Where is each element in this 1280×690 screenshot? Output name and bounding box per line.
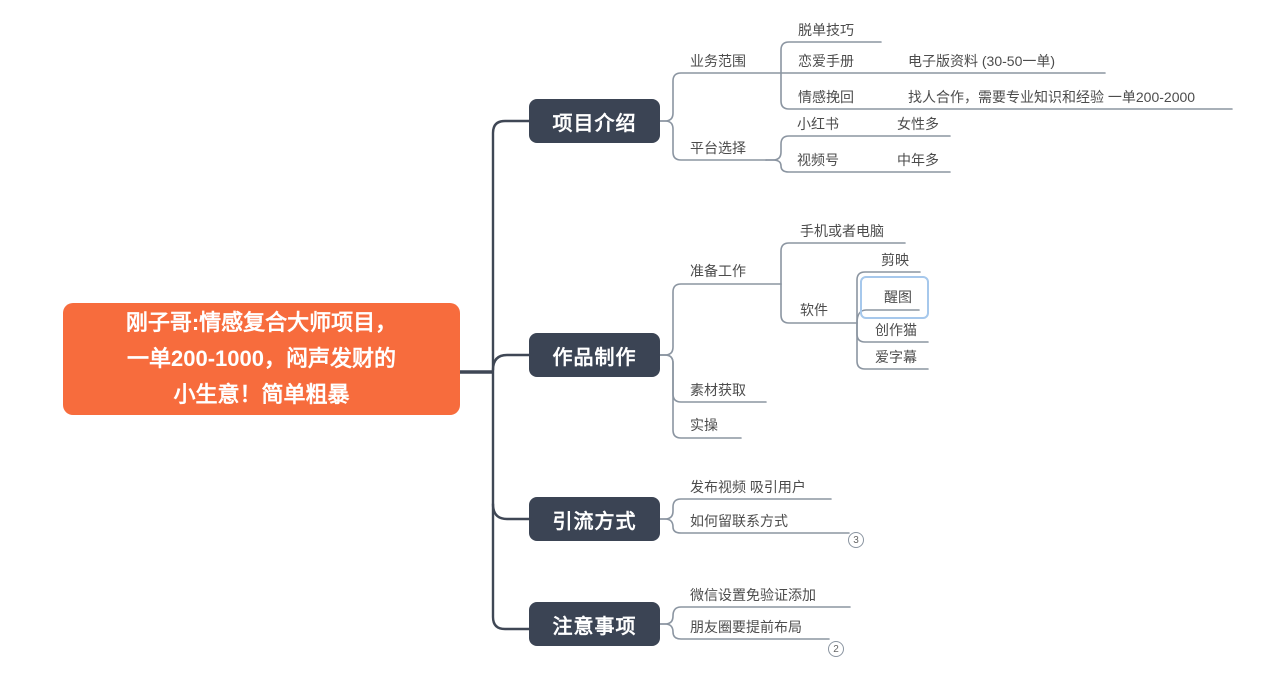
node-moments-layout[interactable]: 朋友圈要提前布局 [690,619,802,635]
edge-platform-choice [659,120,767,161]
edge-moments-layout [659,623,830,640]
edge-aizimu [856,322,929,370]
edge-xingtu [856,309,920,324]
edge-practice [659,354,742,439]
trunk-stub-work [491,353,531,372]
node-preparation[interactable]: 准备工作 [690,263,746,279]
selection-outline [860,276,929,319]
edge-emotion-recovery [780,72,1233,110]
edge-business-scope [659,72,1106,122]
node-love-manual[interactable]: 恋爱手册 [798,53,854,69]
branch-notes[interactable]: 注意事项 [529,602,660,646]
node-emotion-recovery[interactable]: 情感挽回 [798,89,854,105]
node-jianying[interactable]: 剪映 [881,252,909,268]
edge-dating-tips [780,41,882,74]
node-leave-contact[interactable]: 如何留联系方式 [690,513,788,529]
collapse-badge-2[interactable]: 2 [828,641,844,657]
node-partner-cooperation[interactable]: 找人合作，需要专业知识和经验 一单200-2000 [908,89,1196,105]
edge-software [780,283,858,324]
node-xiaohongshu[interactable]: 小红书 [797,116,839,132]
node-wechat-verification[interactable]: 微信设置免验证添加 [690,587,816,603]
node-shipinhao[interactable]: 视频号 [797,152,839,168]
collapse-badge-3[interactable]: 3 [848,532,864,548]
node-business-scope[interactable]: 业务范围 [690,53,746,69]
node-software[interactable]: 软件 [800,302,828,318]
node-chuangzuomao[interactable]: 创作猫 [875,322,917,338]
root-topic[interactable]: 刚子哥:情感复合大师项目， 一单200-1000，闷声发财的 小生意！简单粗暴 [63,303,460,415]
node-aizimu[interactable]: 爱字幕 [875,349,917,365]
branch-work-production[interactable]: 作品制作 [529,333,660,377]
trunk-stub-traffic [491,502,531,521]
edge-phone-computer [780,242,906,285]
edge-preparation [659,283,782,356]
node-dating-tips[interactable]: 脱单技巧 [798,22,854,38]
node-practice[interactable]: 实操 [690,417,718,433]
branch-project-intro[interactable]: 项目介绍 [529,99,660,143]
node-phone-or-computer[interactable]: 手机或者电脑 [800,223,884,239]
edge-shipinhao [765,159,951,173]
node-publish-video[interactable]: 发布视频 吸引用户 [690,479,806,495]
node-female-users[interactable]: 女性多 [897,116,939,132]
node-xingtu[interactable]: 醒图 [884,289,912,305]
branch-traffic-method[interactable]: 引流方式 [529,497,660,541]
node-platform-choice[interactable]: 平台选择 [690,140,746,156]
edge-leave-contact [659,518,850,534]
node-material-acquisition[interactable]: 素材获取 [690,382,746,398]
node-ebook-material[interactable]: 电子版资料 (30-50一单) [908,53,1056,69]
trunk-line [491,119,531,631]
edge-publish-video [659,498,832,520]
edge-jianying [856,271,921,324]
node-middle-aged[interactable]: 中年多 [897,152,939,168]
